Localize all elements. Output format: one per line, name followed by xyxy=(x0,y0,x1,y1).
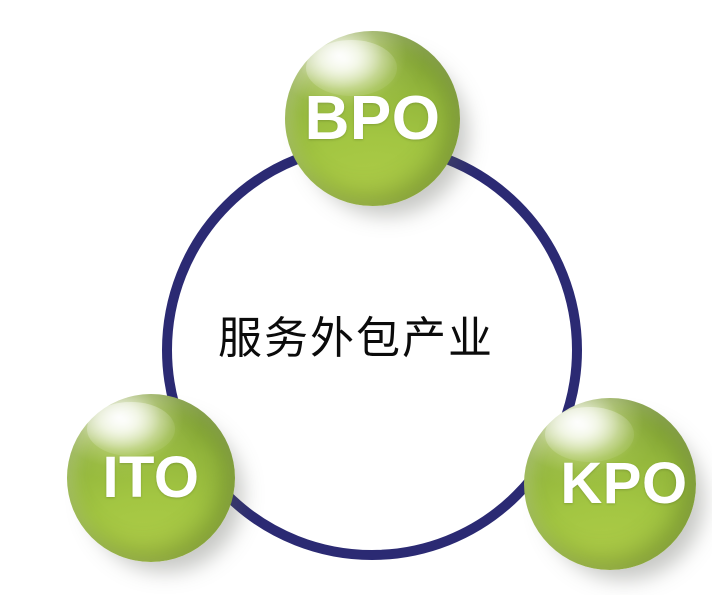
node-ito[interactable]: ITO xyxy=(67,394,235,562)
node-kpo[interactable]: KPO xyxy=(524,398,696,570)
node-ito-label: ITO xyxy=(102,445,200,510)
node-bpo-label: BPO xyxy=(304,83,441,153)
center-caption: 服务外包产业 xyxy=(218,314,494,363)
node-bpo[interactable]: BPO xyxy=(285,31,460,206)
node-kpo-label: KPO xyxy=(560,451,688,516)
